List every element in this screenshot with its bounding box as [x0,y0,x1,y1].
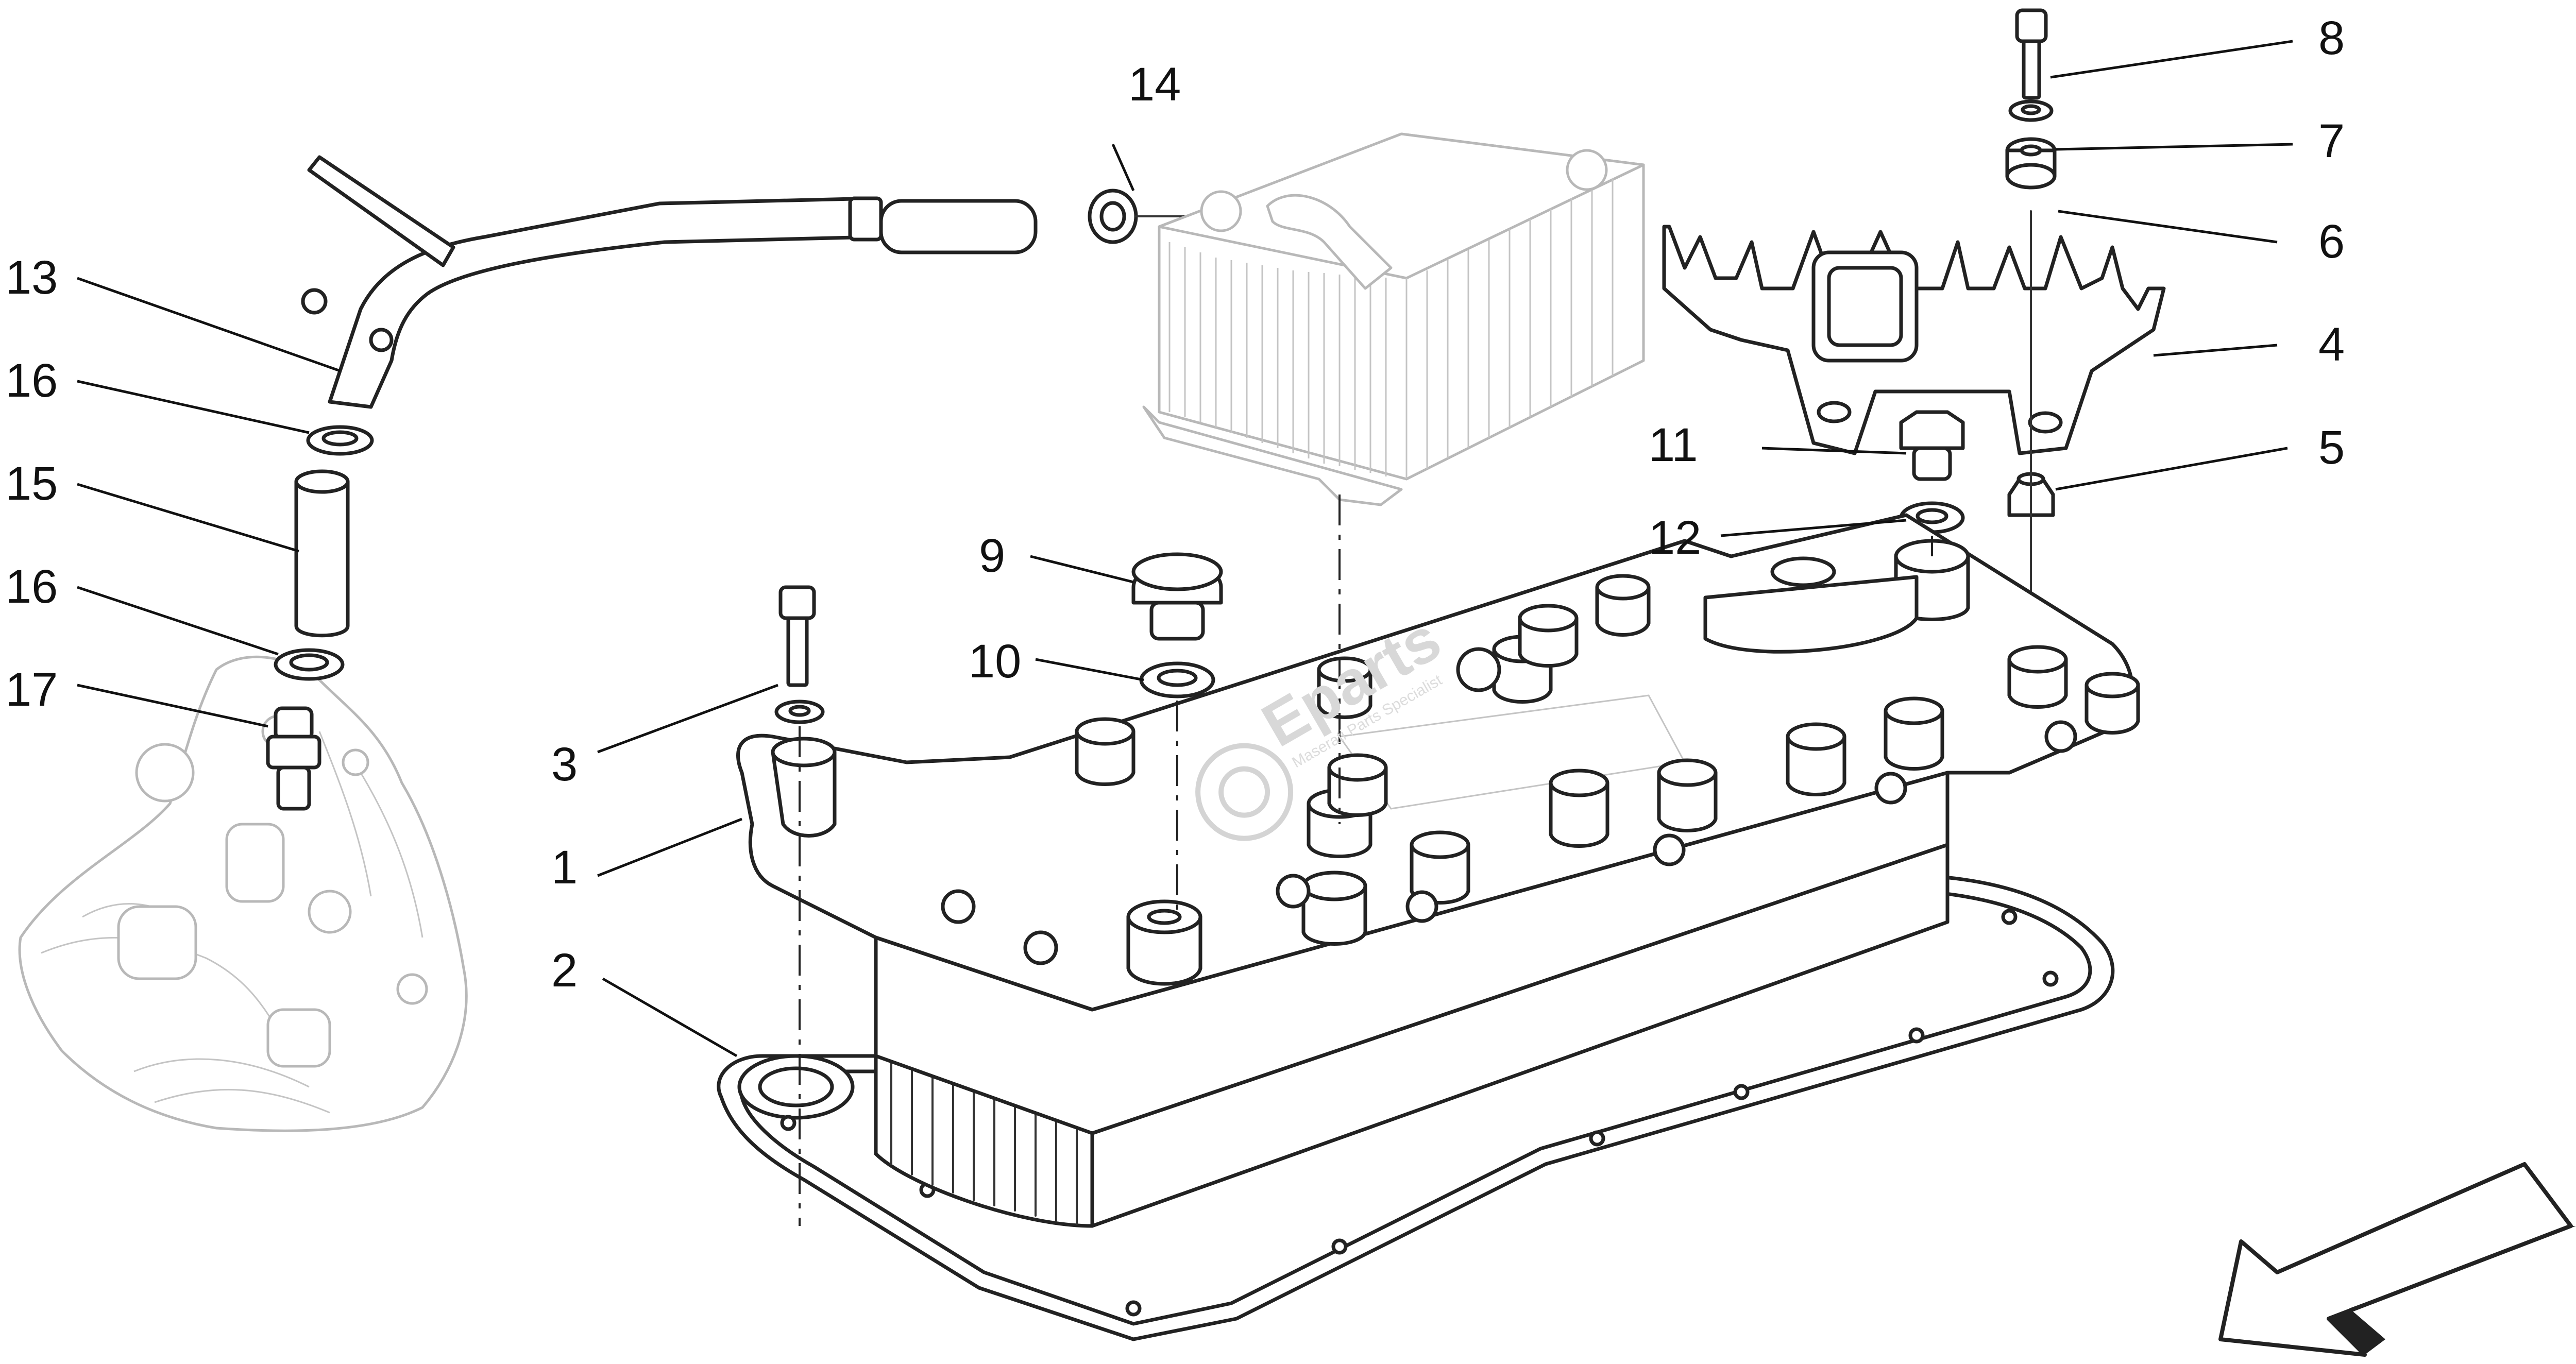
callout-16-lower: 16 [5,560,58,613]
callout-10: 10 [969,635,1021,688]
part-4-bracket [1662,225,2166,455]
part-10-seal-washer [1139,661,1215,698]
callout-16-upper: 16 [5,354,58,407]
callout-17: 17 [5,663,58,716]
callout-15: 15 [5,457,58,510]
callout-8: 8 [2318,12,2345,64]
housing-bosses [771,539,2140,986]
part-6-spacer [2005,137,2057,190]
callout-9: 9 [979,530,1005,582]
callout-11: 11 [1649,419,1698,471]
callout-7: 7 [2318,115,2345,167]
callout-14: 14 [1128,58,1181,111]
callout-3: 3 [551,738,578,791]
oil-cooler-ghost [1142,132,1645,506]
part-1-sump-housing [736,513,2140,1228]
part-15-hose-sleeve [294,469,350,638]
callout-5: 5 [2318,421,2345,474]
part-16-hose-clamp-lower [274,648,345,681]
callout-13: 13 [5,251,58,304]
callout-labels: 8 7 6 4 5 11 12 9 10 3 1 2 14 13 16 15 1… [5,12,2345,997]
part-16-hose-clamp-upper [306,425,374,456]
callout-leaders [77,40,2293,1058]
engine-block-ghost [18,655,468,1132]
callout-2: 2 [551,944,578,997]
callout-1: 1 [551,841,578,894]
part-9-drain-plug [1131,552,1223,641]
part-17-breather-fitting [266,706,321,811]
callout-6: 6 [2318,215,2345,268]
callout-4: 4 [2318,318,2345,371]
part-7-washer [2008,99,2054,122]
part-8-bolt [2015,8,2048,100]
assembly-axes [799,495,1933,1226]
callout-12: 12 [1649,512,1701,564]
part-13-breather-pipe [301,155,1038,409]
part-3-bolt [774,585,825,724]
part-11-plug [1899,410,1965,481]
direction-arrow-icon [2218,1162,2576,1357]
